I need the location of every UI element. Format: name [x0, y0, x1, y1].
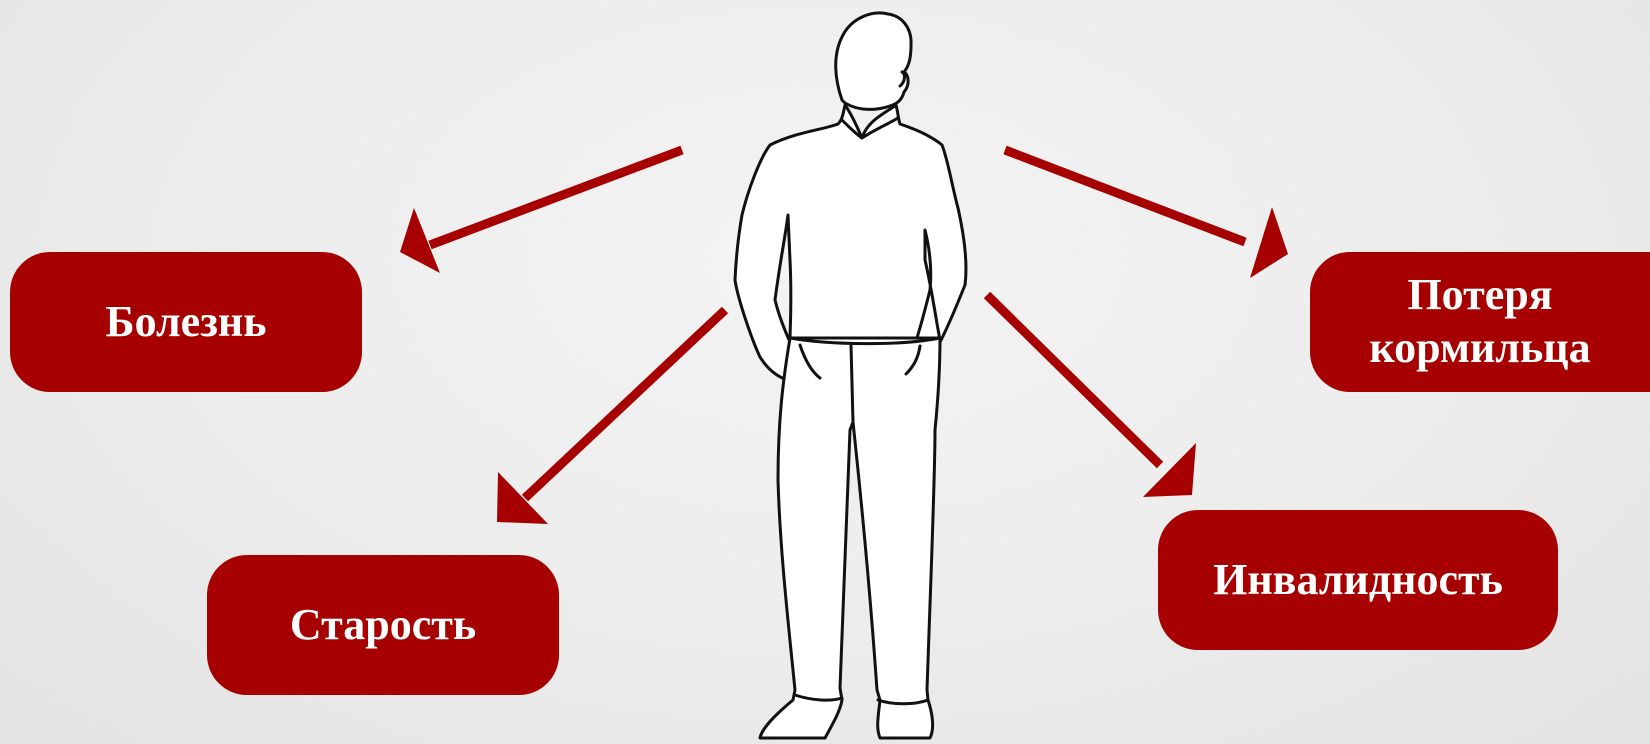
arrow-to-oldage	[497, 310, 725, 524]
person-head	[836, 13, 911, 109]
arrow-to-illness	[400, 150, 682, 273]
node-oldage: Старость	[207, 555, 559, 695]
node-disability: Инвалидность	[1158, 510, 1558, 650]
person-trousers	[760, 338, 940, 738]
node-disability-label: Инвалидность	[1213, 554, 1503, 607]
person-figure	[735, 13, 966, 738]
node-breadwinner-loss-label-line1: Потеря	[1407, 269, 1552, 322]
node-breadwinner-loss: Потеря кормильца	[1310, 252, 1650, 392]
node-breadwinner-loss-text: Потеря кормильца	[1369, 269, 1590, 375]
node-illness: Болезнь	[10, 252, 362, 392]
node-breadwinner-loss-label-line2: кормильца	[1369, 322, 1590, 375]
arrow-to-breadwinner	[1005, 150, 1288, 278]
node-illness-label: Болезнь	[105, 296, 266, 349]
node-oldage-label: Старость	[290, 599, 476, 652]
arrow-to-disability	[987, 295, 1196, 497]
